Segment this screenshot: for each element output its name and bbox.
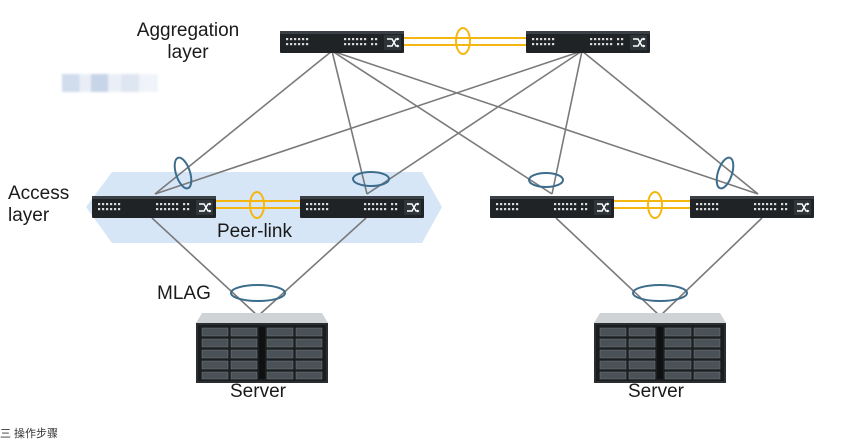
aggregation-switch-2: [525, 30, 651, 54]
uplink-links: [154, 50, 759, 195]
peer-link-lines: [216, 37, 690, 209]
mlag-label: MLAG: [157, 283, 211, 304]
access-switch-1: [91, 195, 217, 219]
access-switch-4: [689, 195, 815, 219]
lag-rings: [173, 156, 735, 302]
aggregation-switch-1: [279, 30, 405, 54]
server-rack-left: [195, 312, 329, 384]
aggregation-layer-label: Aggregation layer: [136, 20, 240, 63]
access-switch-3: [489, 195, 615, 219]
server-rack-right: [593, 312, 727, 384]
access-switch-2: [299, 195, 425, 219]
peer-link-rings: [249, 27, 663, 219]
section-heading-operation-steps: 三 操作步骤: [0, 428, 59, 440]
server-label-left: Server: [230, 381, 286, 402]
blurred-watermark: [62, 74, 158, 92]
peer-link-label: Peer-link: [217, 221, 292, 242]
access-layer-label: Access layer: [8, 183, 70, 226]
server-label-right: Server: [628, 381, 684, 402]
